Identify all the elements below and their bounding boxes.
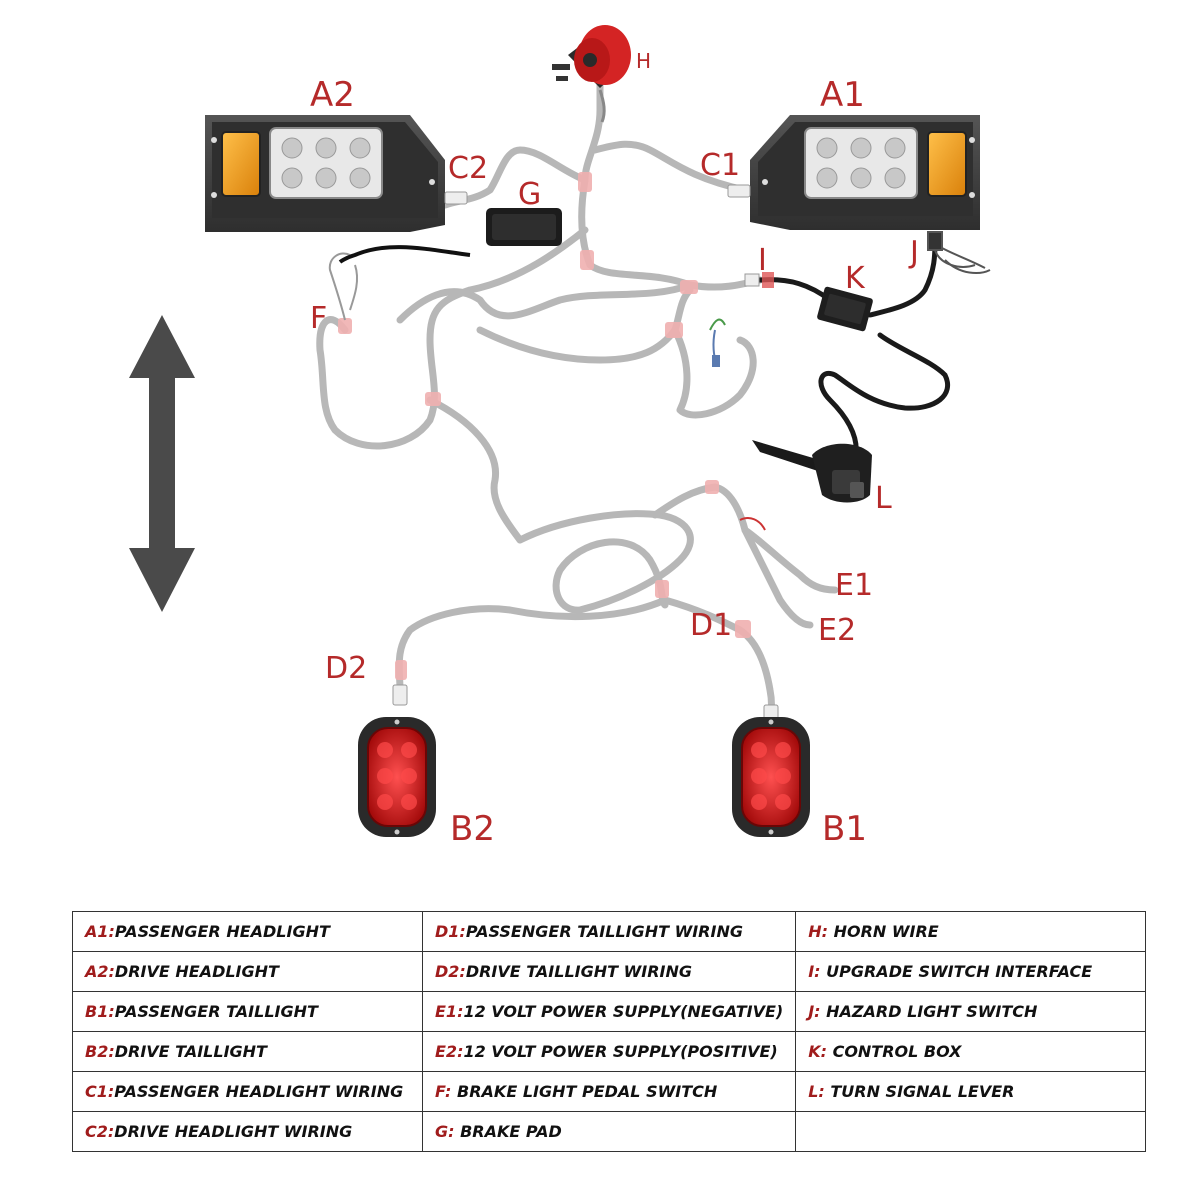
label-C1: C1: [700, 148, 740, 183]
legend-cell: E2:12 VOLT POWER SUPPLY(POSITIVE): [421, 1031, 797, 1072]
legend-cell: D1:PASSENGER TAILLIGHT WIRING: [421, 911, 797, 952]
label-D2: D2: [325, 651, 367, 686]
legend-text: DRIVE TAILLIGHT: [114, 1042, 267, 1061]
legend-code: E1:: [435, 1002, 464, 1021]
legend-text: BRAKE LIGHT PEDAL SWITCH: [451, 1082, 718, 1101]
legend-code: H:: [808, 922, 828, 941]
legend-cell: B1:PASSENGER TAILLIGHT: [72, 991, 423, 1032]
passenger-taillight: [732, 717, 810, 837]
label-E1: E1: [835, 568, 873, 603]
legend-cell: D2:DRIVE TAILLIGHT WIRING: [421, 951, 797, 992]
wiring-diagram: H A2 A1 C2 C1 G: [129, 25, 991, 849]
legend-code: A1:: [85, 922, 115, 941]
legend-code: A2:: [85, 962, 115, 981]
double-arrow-icon: [129, 315, 195, 612]
legend-cell: [795, 1111, 1147, 1152]
brake-pad: [338, 208, 562, 264]
legend-code: I:: [808, 962, 821, 981]
legend-code: C1:: [85, 1082, 115, 1101]
turn-signal-lever: [752, 440, 872, 503]
legend-code: F:: [435, 1082, 452, 1101]
label-B2: B2: [450, 809, 495, 849]
legend-cell: J: HAZARD LIGHT SWITCH: [795, 991, 1147, 1032]
legend-text: UPGRADE SWITCH INTERFACE: [820, 962, 1093, 981]
label-G: G: [518, 177, 541, 212]
legend-text: BRAKE PAD: [454, 1122, 562, 1141]
legend-code: G:: [435, 1122, 455, 1141]
legend-text: DRIVE HEADLIGHT WIRING: [114, 1122, 353, 1141]
legend-code: B1:: [85, 1002, 115, 1021]
legend-cell: C2:DRIVE HEADLIGHT WIRING: [72, 1111, 423, 1152]
passenger-headlight: [750, 115, 980, 230]
label-D1: D1: [690, 608, 732, 643]
label-I: I: [758, 243, 767, 278]
label-L: L: [875, 481, 892, 516]
legend-text: 12 VOLT POWER SUPPLY(NEGATIVE): [463, 1002, 784, 1021]
legend-cell: H: HORN WIRE: [795, 911, 1147, 952]
legend-cell: F: BRAKE LIGHT PEDAL SWITCH: [421, 1071, 797, 1112]
aux-wires: [709, 318, 766, 531]
label-A2: A2: [310, 75, 355, 115]
legend-text: PASSENGER TAILLIGHT: [114, 1002, 318, 1021]
label-F: F: [310, 301, 327, 336]
label-A1: A1: [820, 75, 865, 115]
legend-text: CONTROL BOX: [827, 1042, 962, 1061]
drive-taillight: [358, 717, 436, 837]
legend-cell: K: CONTROL BOX: [795, 1031, 1147, 1072]
legend-text: DRIVE TAILLIGHT WIRING: [465, 962, 693, 981]
legend-code: L:: [808, 1082, 825, 1101]
legend-code: D1:: [435, 922, 466, 941]
legend-cell: G: BRAKE PAD: [421, 1111, 797, 1152]
legend-text: PASSENGER TAILLIGHT WIRING: [465, 922, 743, 941]
legend-code: E2:: [435, 1042, 464, 1061]
legend-code: B2:: [85, 1042, 115, 1061]
legend-text: TURN SIGNAL LEVER: [824, 1082, 1015, 1101]
legend-code: J:: [808, 1002, 821, 1021]
legend-cell: C1:PASSENGER HEADLIGHT WIRING: [72, 1071, 423, 1112]
label-E2: E2: [818, 613, 856, 648]
taillight-plugs: [392, 684, 779, 726]
upgrade-switch-interface: [744, 272, 774, 288]
legend-code: C2:: [85, 1122, 115, 1141]
hazard-light-switch: [927, 231, 991, 274]
label-J: J: [908, 235, 919, 270]
legend-cell: B2:DRIVE TAILLIGHT: [72, 1031, 423, 1072]
legend-code: K:: [808, 1042, 827, 1061]
legend-code: D2:: [435, 962, 466, 981]
legend-text: HAZARD LIGHT SWITCH: [820, 1002, 1038, 1021]
legend-cell: A2:DRIVE HEADLIGHT: [72, 951, 423, 992]
legend-text: PASSENGER HEADLIGHT WIRING: [114, 1082, 404, 1101]
legend-text: PASSENGER HEADLIGHT: [114, 922, 330, 941]
connector-sleeves: [338, 172, 751, 680]
legend-cell: I: UPGRADE SWITCH INTERFACE: [795, 951, 1147, 992]
brake-pedal-switch-wires: [328, 252, 359, 321]
label-B1: B1: [822, 809, 867, 849]
label-C2: C2: [448, 151, 488, 186]
legend-text: DRIVE HEADLIGHT: [114, 962, 279, 981]
legend-cell: E1:12 VOLT POWER SUPPLY(NEGATIVE): [421, 991, 797, 1032]
drive-headlight: [205, 115, 445, 232]
control-box: [817, 286, 873, 332]
horn: [552, 25, 631, 123]
legend-cell: A1:PASSENGER HEADLIGHT: [72, 911, 423, 952]
headlight-plugs: [444, 184, 751, 205]
label-H: H: [636, 49, 651, 73]
label-K: K: [845, 261, 866, 296]
legend-cell: L: TURN SIGNAL LEVER: [795, 1071, 1147, 1112]
legend-text: 12 VOLT POWER SUPPLY(POSITIVE): [463, 1042, 778, 1061]
legend-text: HORN WIRE: [828, 922, 939, 941]
